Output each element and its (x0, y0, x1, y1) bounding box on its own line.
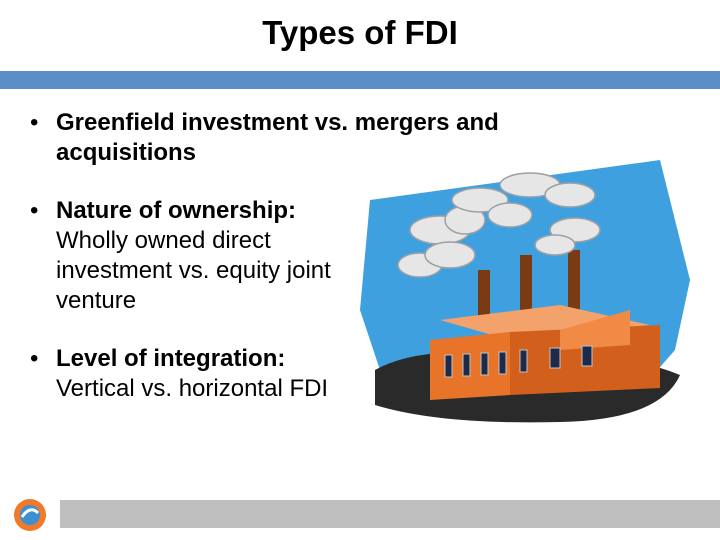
bullet-item: • Greenfield investment vs. mergers and … (30, 108, 576, 168)
factory-annex (560, 310, 630, 350)
bullet-bold-text: Level of integration: (56, 345, 286, 372)
factory-illustration (360, 160, 690, 423)
logo-icon (14, 499, 46, 531)
factory-roof (440, 305, 650, 340)
bullet-dot: • (30, 109, 39, 136)
bullet-plain-text: Vertical vs. horizontal FDI (56, 375, 329, 402)
smoke-clouds (397, 172, 601, 278)
bullet-dot: • (30, 197, 39, 224)
slide-title: Types of FDI (262, 14, 458, 51)
bullet-item: • Level of integration: Vertical vs. hor… (30, 344, 356, 404)
bullet-dot: • (30, 345, 39, 372)
bullet-bold-text: Nature of ownership: (56, 197, 297, 224)
bullet-bold-text: Greenfield investment vs. mergers and ac… (56, 109, 499, 166)
factory-windows (444, 345, 593, 378)
bullet-list: • Greenfield investment vs. mergers and … (30, 108, 590, 432)
bullet-item: • Nature of ownership: Wholly owned dire… (30, 196, 356, 316)
smokestack (568, 250, 580, 320)
bullet-plain-text: Wholly owned direct investment vs. equit… (56, 227, 331, 314)
title-accent-bar (0, 71, 720, 89)
smokestack (520, 255, 532, 325)
footer-bar (60, 500, 720, 528)
